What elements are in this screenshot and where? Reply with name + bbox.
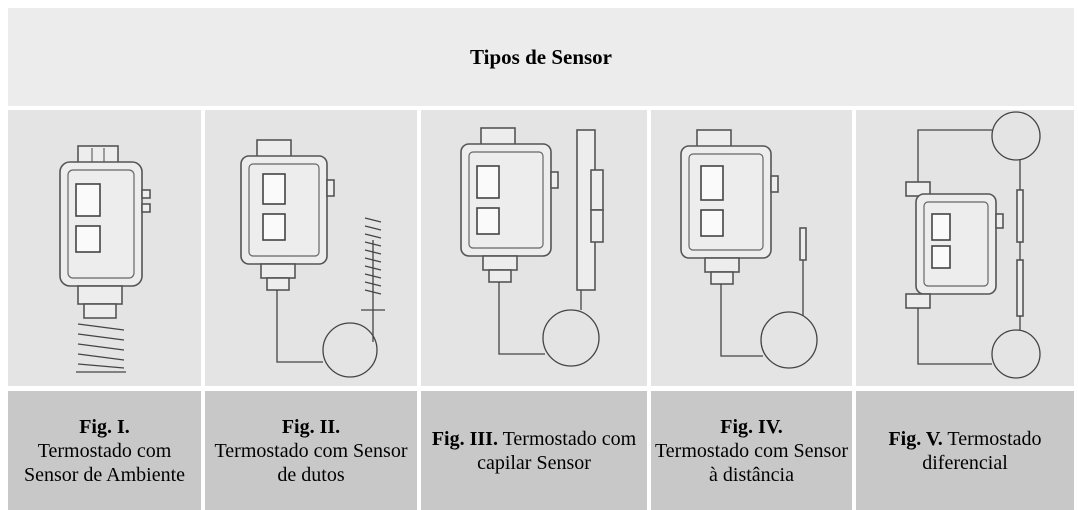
fig-5-label: Fig. V. [888, 427, 943, 450]
fig-1-text: Termostado com Sensor de Ambiente [23, 439, 186, 486]
fig-3-text: Termostado com capilar Sensor [477, 427, 637, 474]
fig-2-caption: Fig. II. Termostado com Sensor de dutos [205, 391, 417, 510]
fig-3-caption: Fig. III. Termostado com capilar Sensor [421, 391, 647, 510]
fig-4-text: Termostado com Sensor à distância [654, 439, 848, 486]
fig-2-image-cell [205, 110, 417, 386]
fig-1-image-cell [8, 110, 201, 386]
room-sensor-thermostat-icon [59, 145, 151, 373]
fig-5-text: Termostado diferencial [922, 427, 1042, 474]
remote-sensor-thermostat-icon [680, 129, 818, 369]
fig-1-label: Fig. I. [79, 415, 130, 438]
fig-5-image-cell [856, 110, 1074, 386]
fig-2-text: Termostado com Sensor de dutos [214, 439, 408, 486]
capillary-sensor-thermostat-icon [460, 127, 604, 367]
table-header: Tipos de Sensor [8, 8, 1074, 106]
fig-2-label: Fig. II. [281, 415, 341, 438]
differential-thermostat-icon [905, 111, 1041, 379]
fig-4-label: Fig. IV. [720, 415, 783, 438]
table-title: Tipos de Sensor [470, 44, 612, 69]
duct-sensor-thermostat-icon [240, 139, 385, 378]
fig-3-image-cell [421, 110, 647, 386]
fig-3-label: Fig. III. [431, 427, 498, 450]
fig-4-image-cell [651, 110, 852, 386]
fig-1-caption: Fig. I. Termostado com Sensor de Ambient… [8, 391, 201, 510]
fig-5-caption: Fig. V. Termostado diferencial [856, 391, 1074, 510]
fig-4-caption: Fig. IV. Termostado com Sensor à distânc… [651, 391, 852, 510]
